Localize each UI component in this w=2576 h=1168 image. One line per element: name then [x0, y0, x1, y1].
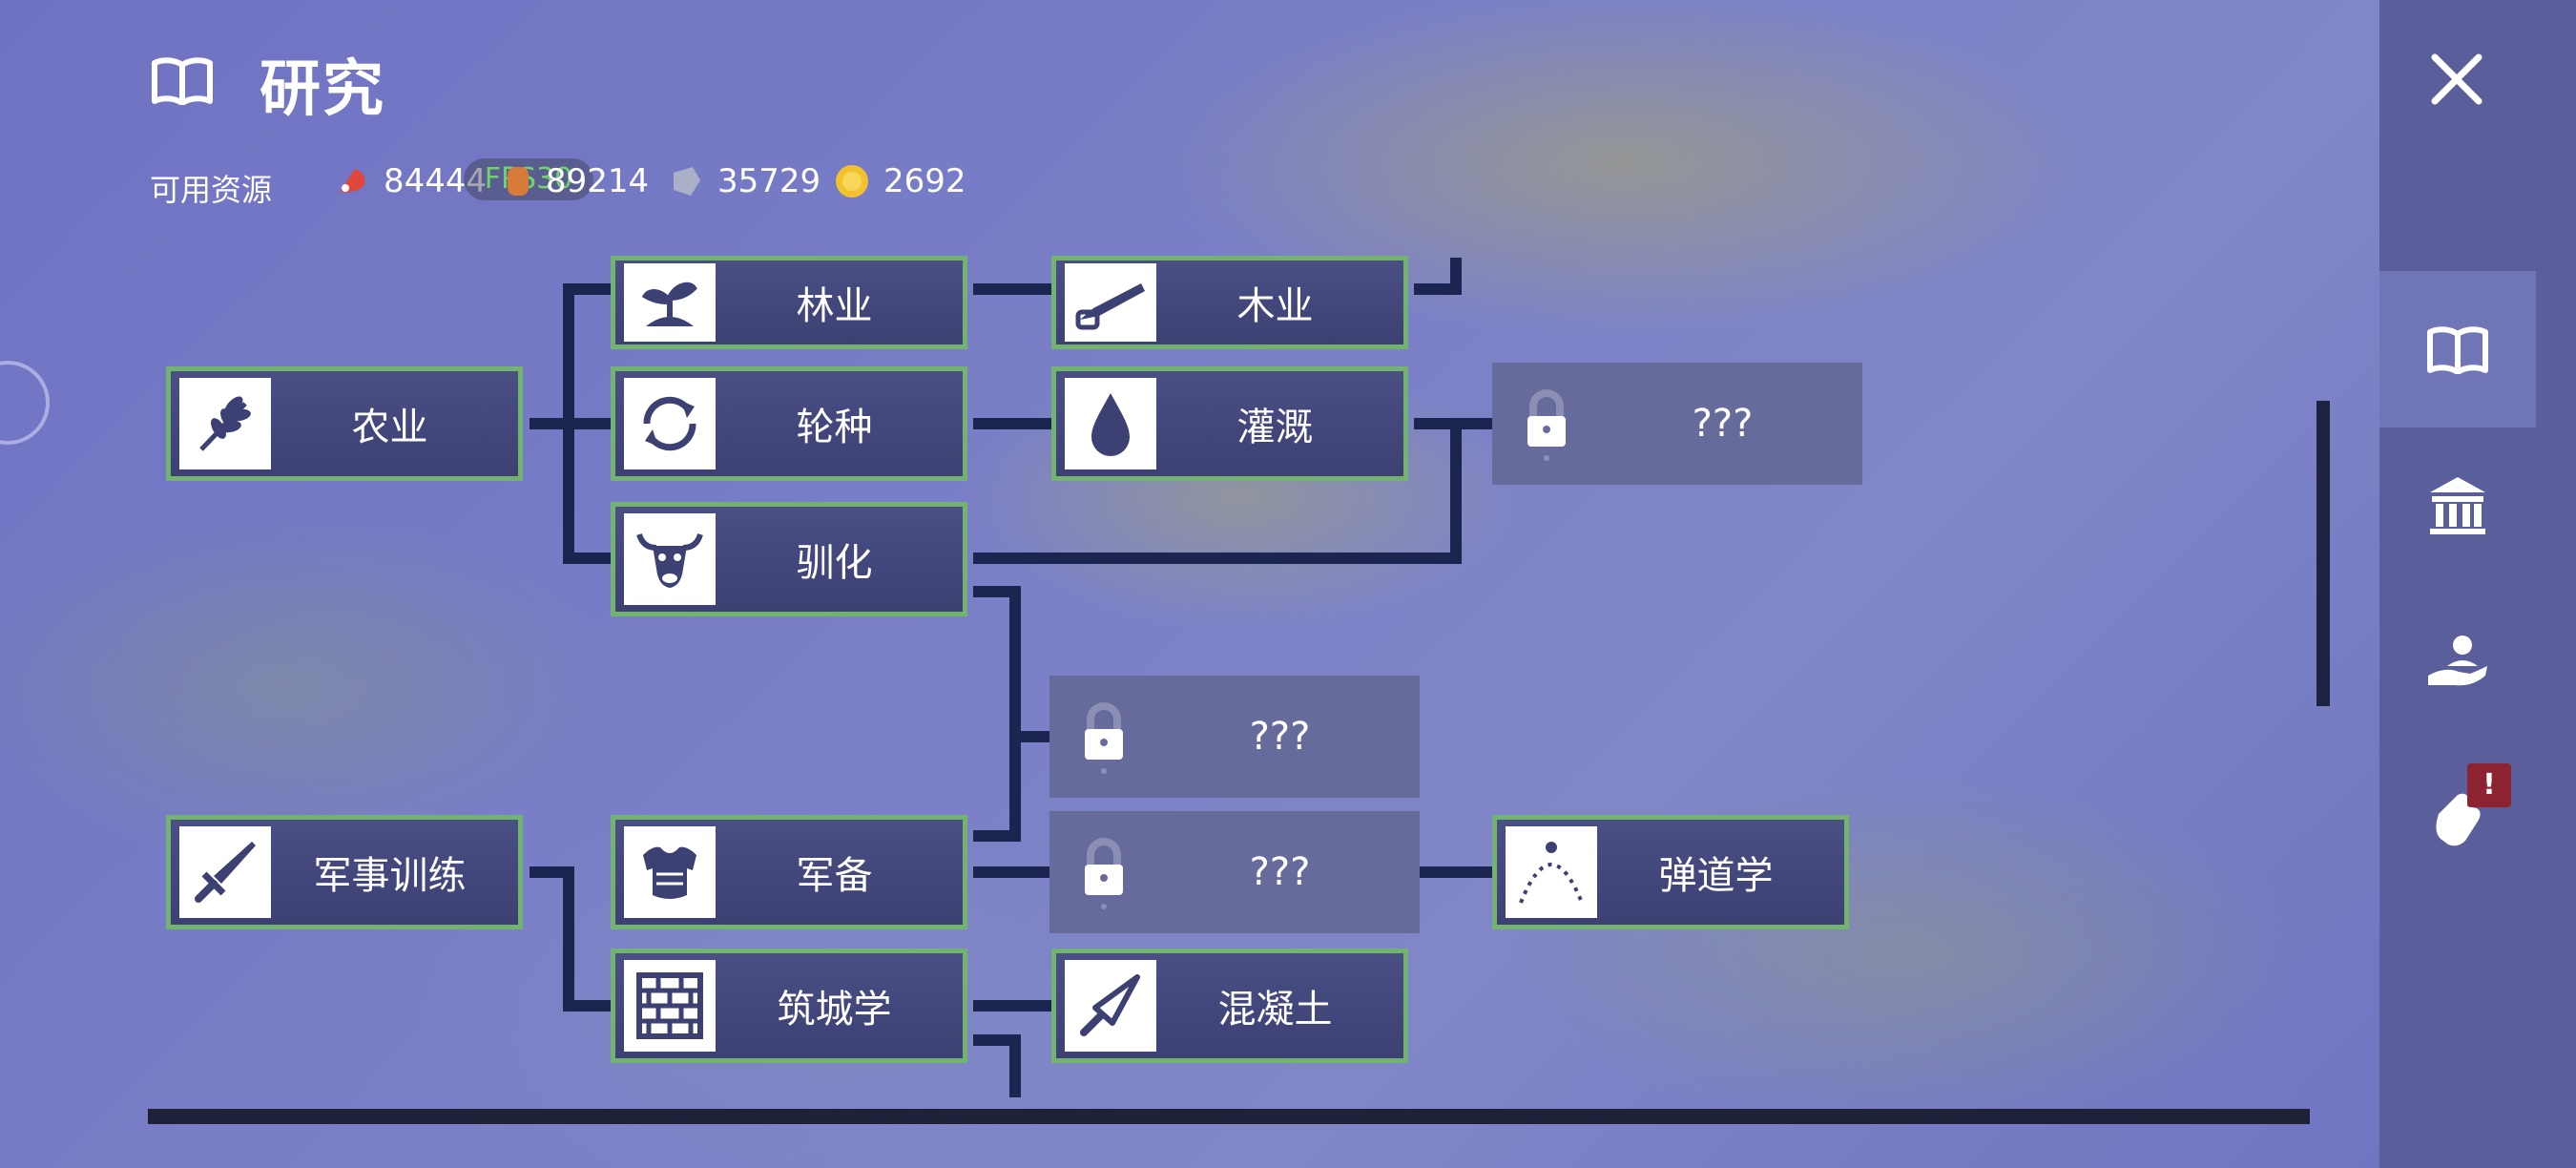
research-node-rotation[interactable]: 轮种	[611, 366, 967, 481]
research-node-woodwork[interactable]: 木业	[1051, 256, 1408, 349]
resource-wood: 89214	[504, 162, 649, 200]
cycle-icon	[624, 378, 716, 469]
resource-meat: 84444	[334, 162, 487, 200]
connector	[973, 866, 1051, 878]
wood-icon	[508, 167, 529, 196]
research-node-locked-1[interactable]: ???	[1492, 363, 1862, 485]
resource-gold: 2692	[834, 162, 966, 200]
research-node-armament[interactable]: 军备	[611, 815, 967, 929]
connector	[1414, 283, 1462, 295]
connector	[1009, 731, 1051, 742]
research-node-irrigation[interactable]: 灌溉	[1051, 366, 1408, 481]
resource-stone: 35729	[668, 162, 821, 200]
bank-icon	[2430, 477, 2485, 534]
armor-icon	[624, 826, 716, 918]
sprout-icon	[624, 263, 716, 342]
gold-icon	[836, 165, 868, 198]
connector	[1450, 258, 1462, 294]
book-icon	[2427, 326, 2488, 374]
connector	[973, 586, 1021, 597]
research-node-locked-3[interactable]: ???	[1049, 811, 1420, 933]
connector	[1009, 586, 1021, 842]
connector	[973, 1000, 1051, 1012]
saw-icon	[1065, 263, 1156, 342]
connector	[563, 283, 611, 295]
brick-wall-icon	[624, 960, 716, 1052]
research-node-agriculture[interactable]: 农业	[166, 366, 523, 481]
connector	[973, 418, 1051, 429]
tab-actions[interactable]	[2379, 740, 2536, 897]
notification-badge: !	[2467, 763, 2511, 807]
connector	[530, 866, 568, 878]
connector	[563, 553, 611, 564]
connector	[530, 418, 568, 429]
trowel-icon	[1065, 960, 1156, 1052]
connector	[973, 830, 1021, 842]
connector	[1450, 418, 1462, 563]
sword-icon	[179, 826, 271, 918]
research-node-locked-2[interactable]: ???	[1049, 676, 1420, 798]
connector	[973, 1034, 1021, 1046]
connector	[973, 553, 1462, 564]
tab-population[interactable]	[2379, 584, 2536, 740]
tab-buildings[interactable]	[2379, 428, 2536, 584]
lock-icon	[1501, 378, 1592, 469]
research-node-domestication[interactable]: 驯化	[611, 502, 967, 616]
sidebar	[2379, 0, 2576, 1168]
stone-icon	[674, 167, 700, 196]
tab-research[interactable]	[2379, 271, 2536, 428]
side-indicator[interactable]	[0, 361, 50, 445]
trajectory-icon	[1506, 826, 1597, 918]
connector	[563, 866, 574, 1012]
research-node-fortification[interactable]: 筑城学	[611, 949, 967, 1063]
research-node-concrete[interactable]: 混凝土	[1051, 949, 1408, 1063]
hand-person-icon	[2428, 636, 2487, 686]
research-node-forestry[interactable]: 林业	[611, 256, 967, 349]
research-node-ballistics[interactable]: 弹道学	[1492, 815, 1849, 929]
lock-icon	[1058, 826, 1150, 918]
connector	[973, 283, 1051, 295]
connector	[1009, 1034, 1021, 1097]
lock-icon	[1058, 691, 1150, 782]
vertical-scrollbar[interactable]	[2316, 401, 2330, 706]
close-icon[interactable]	[2423, 46, 2490, 113]
meat-icon	[340, 169, 365, 193]
page-title: 研究	[260, 54, 385, 125]
hand-pointer-icon	[2436, 793, 2481, 846]
connector	[563, 1000, 611, 1012]
research-node-military[interactable]: 军事训练	[166, 815, 523, 929]
ox-icon	[624, 513, 716, 605]
book-icon	[152, 57, 213, 105]
horizontal-scrollbar[interactable]	[148, 1109, 2310, 1124]
connector	[563, 418, 611, 429]
resources-label: 可用资源	[150, 172, 273, 208]
connector	[1414, 866, 1492, 878]
droplet-icon	[1065, 378, 1156, 469]
wheat-icon	[179, 378, 271, 469]
